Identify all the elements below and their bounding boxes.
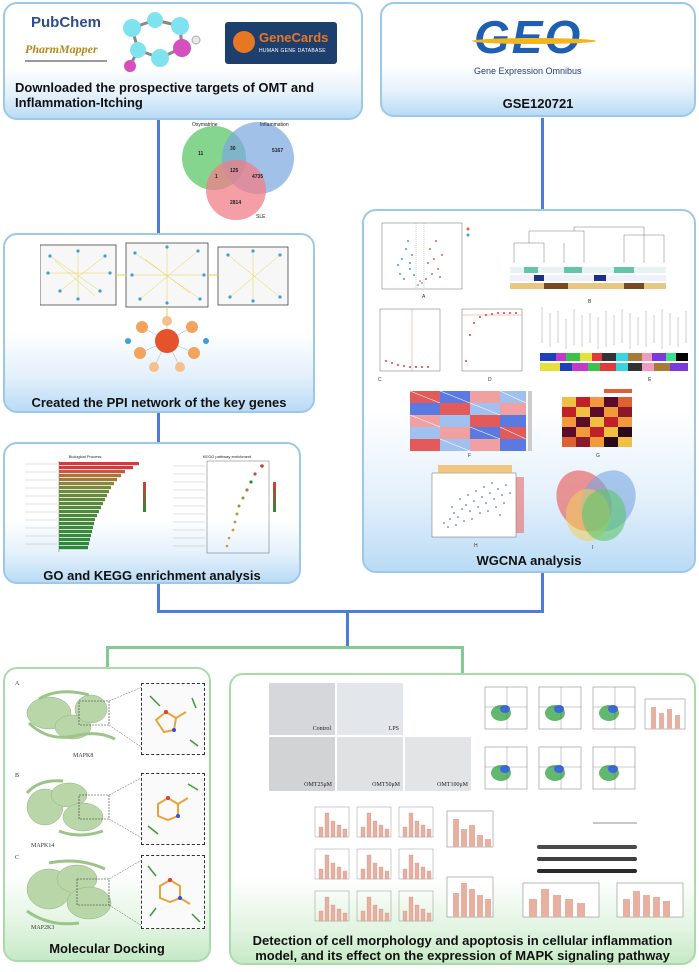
cell-label-lps: LPS	[388, 726, 399, 732]
wgcna-mean-connectivity: D	[461, 308, 523, 383]
panel-targets: PubChem PharmMapper GeneCards HUMAN GENE…	[3, 2, 363, 120]
wgcna-sample-dendrogram: B	[510, 226, 666, 305]
wgcna-venn: I	[556, 470, 636, 551]
wgcna-caption: WGCNA analysis	[476, 553, 582, 568]
geo-logo-subtitle: Gene Expression Omnibus	[474, 66, 582, 76]
connector-horizontal-join	[157, 610, 544, 613]
svg-text:E: E	[648, 377, 652, 383]
western-blot-figure	[446, 810, 684, 918]
svg-text:1: 1	[215, 174, 218, 180]
svg-text:5167: 5167	[272, 148, 283, 154]
go-bp-title: Biological Process	[69, 454, 102, 459]
venn-set-oxymatrine: Oxymatrine	[192, 122, 218, 128]
svg-text:2814: 2814	[230, 200, 241, 206]
svg-text:B: B	[588, 299, 592, 305]
ppi-caption: Created the PPI network of the key genes	[31, 395, 287, 410]
docking-structure-c	[26, 856, 148, 930]
panel-geo: GEO Gene Expression Omnibus GSE120721	[380, 2, 696, 117]
ligand-closeup-c	[147, 865, 201, 923]
connector-geo-to-wgcna	[541, 118, 544, 210]
svg-text:11: 11	[198, 151, 204, 157]
cell-image-control: Control	[269, 683, 335, 735]
svg-text:4735: 4735	[252, 174, 263, 180]
genecards-title: GeneCards	[259, 30, 329, 45]
connector-green-horizontal	[106, 646, 464, 649]
cell-image-lps: LPS	[337, 683, 403, 735]
panel-ppi: Created the PPI network of the key genes	[3, 233, 315, 413]
venn-set-inflammation: Inflammation	[260, 122, 289, 128]
svg-text:I: I	[592, 545, 593, 551]
genecards-subtitle: HUMAN GENE DATABASE	[259, 48, 326, 54]
kegg-dot-plot: KEGG pathway enrichment	[173, 454, 276, 554]
go-kegg-caption: GO and KEGG enrichment analysis	[43, 568, 261, 583]
svg-text:H: H	[474, 543, 478, 549]
cell-label-omt50: OMT50μM	[372, 782, 400, 788]
pubchem-logo: PubChem	[31, 14, 102, 31]
cell-image-omt50: OMT50μM	[337, 737, 403, 791]
svg-text:G: G	[596, 453, 600, 459]
connector-targets-to-ppi	[157, 120, 160, 233]
venn-diagram: Oxymatrine Inflammation SLE 11 30 5167 1…	[182, 122, 294, 220]
pharmmapper-logo: PharmMapper	[25, 42, 98, 56]
genecards-icon	[233, 31, 255, 53]
svg-text:30: 30	[230, 146, 236, 152]
connector-green-left	[106, 646, 109, 668]
docking-label-c: C	[15, 855, 20, 861]
wgcna-membership-scatter: H	[431, 465, 524, 549]
svg-text:A: A	[422, 294, 426, 300]
pharmmapper-underline	[25, 60, 107, 62]
panel-molecular-docking: A MAPK8 B MAPK14	[3, 667, 211, 962]
svg-text:125: 125	[230, 168, 239, 174]
geo-logo-swoosh	[472, 38, 596, 44]
detection-caption: Detection of cell morphology and apoptos…	[252, 933, 673, 963]
connector-ppi-to-go	[157, 412, 160, 442]
docking-structure-b	[25, 774, 148, 842]
connector-wgcna-down	[541, 572, 544, 612]
docking-closeup-a	[141, 683, 205, 755]
go-bar-chart: Biological Process	[25, 454, 146, 552]
docking-structure-a	[26, 684, 148, 752]
wgcna-module-dendrogram: E	[540, 307, 688, 383]
geo-caption: GSE120721	[502, 96, 574, 111]
docking-closeup-c	[141, 855, 205, 929]
docking-label-a: A	[15, 681, 20, 687]
connector-join-down	[346, 610, 349, 648]
panel-detection: Control LPS OMT25μM OMT50μM OMT100μM	[229, 673, 696, 965]
wgcna-module-trait-heatmap: F	[409, 390, 532, 459]
cell-image-omt100: OMT100μM	[405, 737, 471, 791]
targets-caption: Downloaded the prospective targets of OM…	[15, 80, 315, 110]
docking-closeup-b	[141, 773, 205, 845]
docking-protein-c: MAP2K3	[31, 925, 55, 931]
connector-go-down	[157, 583, 160, 612]
docking-protein-b: MAPK14	[31, 843, 55, 849]
wgcna-eigengene-heatmap: G	[562, 389, 632, 459]
ligand-closeup-a	[149, 695, 199, 747]
geo-logo: GEO	[474, 11, 583, 63]
svg-text:D: D	[488, 377, 492, 383]
qpcr-bar-charts	[314, 806, 434, 922]
cell-label-omt100: OMT100μM	[437, 782, 468, 788]
cell-image-omt25: OMT25μM	[269, 737, 335, 791]
cell-morphology-grid: Control LPS OMT25μM OMT50μM OMT100μM	[269, 683, 477, 791]
ligand-closeup-b	[147, 783, 199, 835]
docking-label-b: B	[15, 773, 20, 779]
panel-go-kegg: Biological Process KEGG pathway enrichme…	[3, 442, 301, 584]
connector-green-right	[461, 646, 464, 674]
panel-wgcna: A B C D E	[362, 209, 696, 573]
wgcna-scale-free-fit: C	[378, 308, 441, 383]
venn-set-sle: SLE	[256, 214, 266, 220]
docking-protein-a: MAPK8	[73, 753, 94, 759]
cell-label-control: Control	[312, 726, 331, 732]
svg-text:F: F	[468, 453, 471, 459]
wgcna-volcano-plot: A	[381, 222, 470, 300]
flow-cytometry-grid	[484, 686, 686, 790]
molecule-structure-icon	[123, 12, 201, 72]
genecards-logo: GeneCards HUMAN GENE DATABASE	[225, 22, 337, 64]
kegg-title: KEGG pathway enrichment	[203, 454, 252, 459]
docking-caption: Molecular Docking	[49, 941, 165, 956]
ppi-network-figure	[40, 242, 289, 372]
svg-text:C: C	[378, 377, 382, 383]
cell-label-omt25: OMT25μM	[304, 782, 332, 788]
